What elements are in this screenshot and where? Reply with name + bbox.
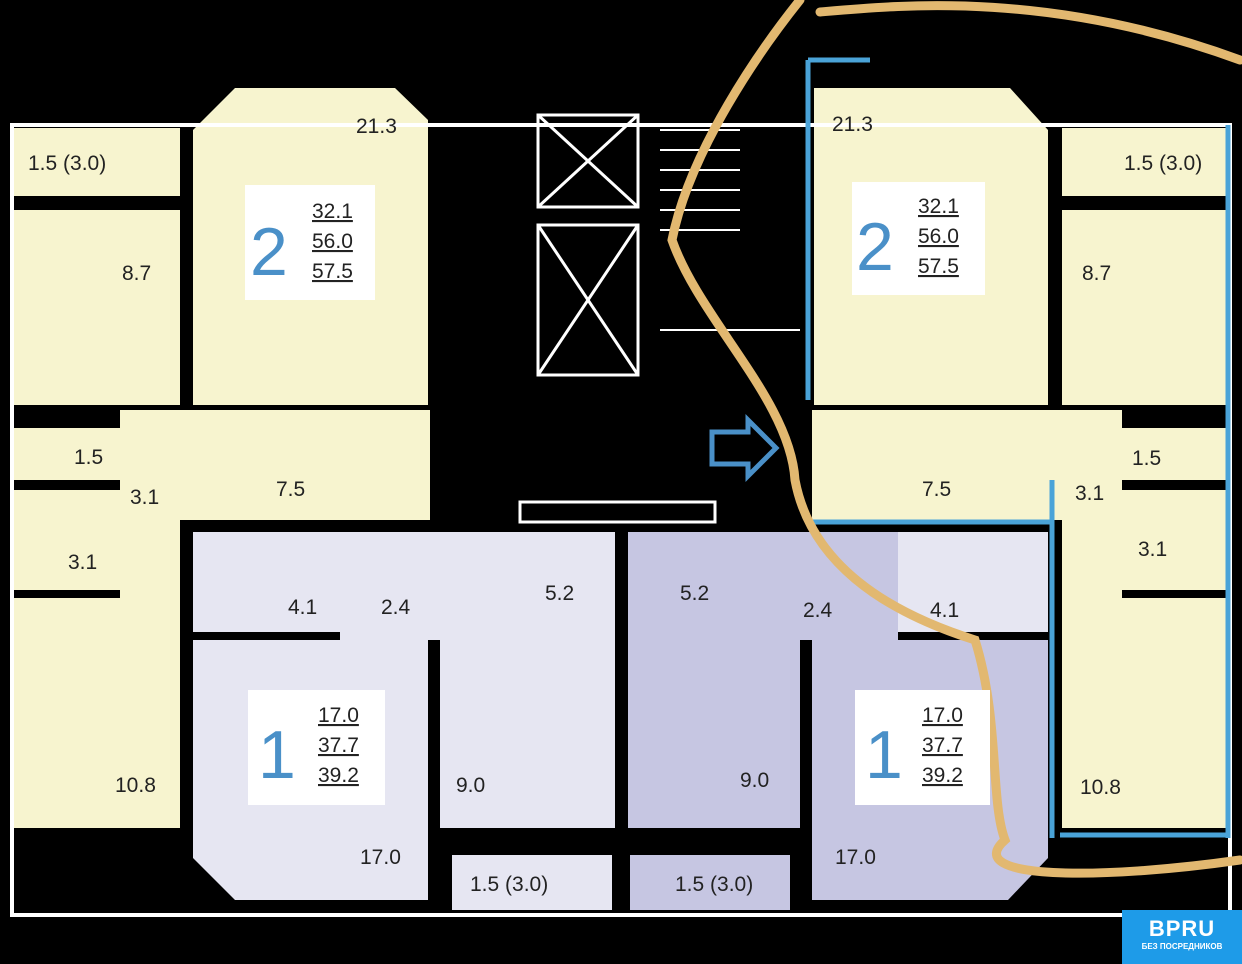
total-area-with-balcony-value: 39.2 [318, 764, 359, 787]
elevator-shafts [518, 113, 717, 524]
right-hall-area: 7.5 [922, 478, 951, 501]
left1-kitchen [440, 640, 615, 828]
right1-corridor-area: 2.4 [803, 599, 833, 622]
right1-hall-area: 5.2 [680, 582, 709, 605]
right-balcony-area: 1.5 (3.0) [1124, 152, 1202, 175]
left1-bath-area: 4.1 [288, 596, 317, 619]
left1-balcony [452, 855, 612, 910]
left1-hall-area: 5.2 [545, 582, 574, 605]
total-area-value: 37.7 [318, 734, 359, 757]
right-bedroom [1062, 598, 1228, 828]
right-room-count: 2 [856, 209, 894, 285]
left1-bath [193, 532, 340, 632]
right-bath-area: 3.1 [1138, 538, 1167, 561]
right1-balcony-area: 1.5 (3.0) [675, 873, 753, 896]
left-kitchen-area: 8.7 [122, 262, 151, 285]
left-two-room-badge [245, 185, 375, 300]
right1-balcony [630, 855, 790, 910]
left1-corridor-area: 2.4 [381, 596, 411, 619]
right1-room-count: 1 [865, 717, 903, 793]
staircase [660, 129, 800, 331]
total-area-value: 56.0 [918, 225, 959, 248]
living-area-value: 32.1 [312, 200, 353, 223]
right-kitchen [1062, 210, 1228, 405]
right-kitchen-area: 8.7 [1082, 262, 1111, 285]
right-toilet [1122, 428, 1228, 480]
living-area-value: 17.0 [922, 704, 963, 727]
bpru-logo[interactable]: BPRU БЕЗ ПОСРЕДНИКОВ [1122, 910, 1242, 964]
left-hall [120, 410, 430, 520]
total-area-value: 37.7 [922, 734, 963, 757]
left1-hall [340, 532, 615, 640]
right-bath [1122, 490, 1228, 590]
left-one-room-badge [248, 690, 385, 805]
left1-kitchen-area: 9.0 [456, 774, 485, 797]
total-area-value: 56.0 [312, 230, 353, 253]
right1-bath-area: 4.1 [930, 599, 959, 622]
logo-title: BPRU [1148, 916, 1216, 941]
right1-bath [898, 532, 1048, 632]
entrance-arrow-icon [709, 413, 780, 483]
right-one-room-badge [855, 690, 990, 805]
left-living-area: 21.3 [356, 115, 397, 138]
left-toilet-area: 1.5 [74, 446, 103, 469]
left-toilet [14, 428, 120, 480]
highlight-outline [805, 57, 1231, 838]
right1-kitchen [628, 640, 800, 828]
living-area-value: 32.1 [918, 195, 959, 218]
right-living-area: 21.3 [832, 113, 873, 136]
right1-hall [628, 532, 898, 640]
right-hall [812, 410, 1122, 520]
left1-living-area: 17.0 [360, 846, 401, 869]
left-bedroom [14, 598, 180, 828]
left-kitchen [14, 210, 180, 405]
right-bedroom-area: 10.8 [1080, 776, 1121, 799]
right-corridor-area: 3.1 [1075, 482, 1104, 505]
total-area-with-balcony-value: 57.5 [312, 260, 353, 283]
right1-kitchen-area: 9.0 [740, 769, 769, 792]
right-balcony [1062, 128, 1228, 196]
left1-room-count: 1 [258, 717, 296, 793]
left-bath [14, 490, 120, 590]
total-area-with-balcony-value: 39.2 [922, 764, 963, 787]
left-hall-area: 7.5 [276, 478, 305, 501]
total-area-with-balcony-value: 57.5 [918, 255, 959, 278]
right-toilet-area: 1.5 [1132, 447, 1161, 470]
living-area-value: 17.0 [318, 704, 359, 727]
right1-living-area: 17.0 [835, 846, 876, 869]
left-balcony-area: 1.5 (3.0) [28, 152, 106, 175]
logo-subtitle: БЕЗ ПОСРЕДНИКОВ [1141, 942, 1223, 951]
left-bath-area: 3.1 [68, 551, 97, 574]
left-corridor-area: 3.1 [130, 486, 159, 509]
left1-balcony-area: 1.5 (3.0) [470, 873, 548, 896]
left-room-count: 2 [250, 214, 288, 290]
right-two-room-badge [852, 182, 985, 295]
left-balcony [14, 128, 180, 196]
left-bedroom-area: 10.8 [115, 774, 156, 797]
hand-drawn-marker-line [667, 0, 1242, 878]
